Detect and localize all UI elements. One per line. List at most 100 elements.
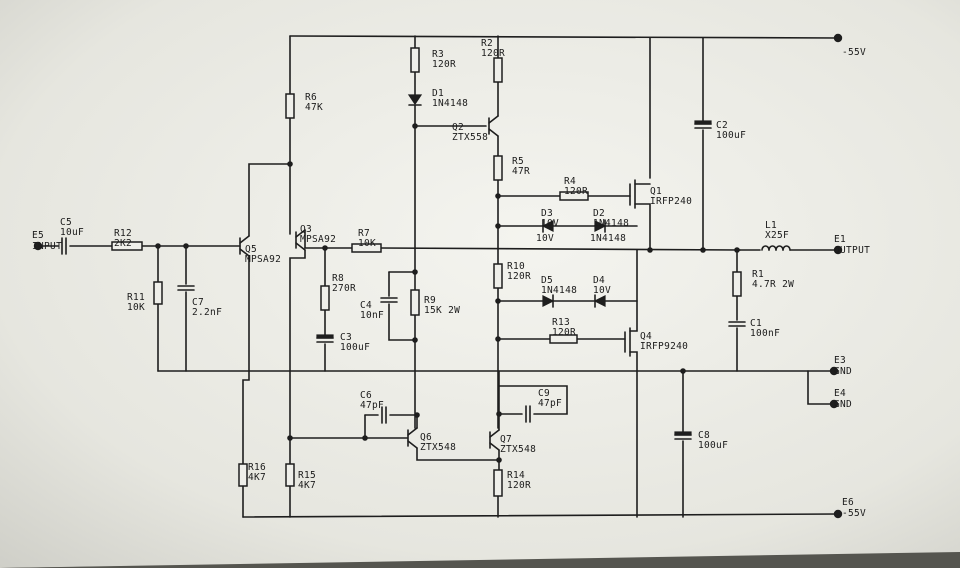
- transistor-q2: [488, 115, 499, 137]
- capacitor-ref: C3: [340, 332, 352, 343]
- resistor-ref: R16: [248, 462, 266, 473]
- resistor-ref: R9: [424, 295, 436, 306]
- transistor-lead: [239, 235, 250, 244]
- transistor-lead: [407, 427, 418, 436]
- junction-dot: [414, 412, 420, 418]
- terminal-ref: E3: [834, 355, 846, 366]
- capacitor-ref: C5: [60, 217, 72, 228]
- resistor-r2: [493, 57, 503, 83]
- diode-d5: [542, 294, 555, 308]
- transistor-lead: [295, 229, 306, 238]
- terminal-ref: E6: [842, 497, 854, 508]
- diode-ref: D2: [593, 208, 605, 219]
- transistor-ref: Q6: [420, 432, 432, 443]
- table-surface: [0, 552, 960, 568]
- resistor-value: 4.7R 2W: [752, 279, 794, 290]
- resistor-value: 4K7: [248, 472, 266, 483]
- wire: [248, 163, 291, 237]
- resistor-ref: R4: [564, 176, 576, 187]
- diode-d1: [407, 94, 423, 106]
- capacitor-ref: C6: [360, 390, 372, 401]
- capacitor-ref: C4: [360, 300, 372, 311]
- components: [33, 33, 843, 519]
- diode-ref: D4: [593, 275, 605, 286]
- resistor-ref: R1: [752, 269, 764, 280]
- transistor-value: IRFP240: [650, 196, 692, 207]
- capacitor-ref: C2: [716, 120, 728, 131]
- junction-dot: [412, 337, 418, 343]
- terminal-pad: [33, 241, 43, 251]
- resistor-r1: [732, 271, 742, 297]
- junction-dot: [496, 457, 502, 463]
- negative-rail: [242, 513, 839, 518]
- resistor-value: 120R: [432, 59, 456, 70]
- wiring: [37, 35, 839, 518]
- junction-dot: [647, 247, 653, 253]
- junction-dot: [495, 223, 501, 229]
- resistor-ref: R6: [305, 92, 317, 103]
- capacitor-value: 10nF: [360, 310, 384, 321]
- capacitor-c5: [61, 237, 67, 255]
- resistor-r15: [285, 463, 295, 487]
- resistor-r12: [111, 241, 143, 251]
- resistor-ref: R8: [332, 273, 344, 284]
- wire: [634, 203, 651, 251]
- resistor-r14: [493, 469, 503, 497]
- resistor-value: 10K: [127, 302, 145, 313]
- resistor-value: 10K: [358, 238, 376, 249]
- transistor-lead: [489, 429, 500, 438]
- capacitor-c2: [694, 120, 712, 129]
- diode-value: 1N4148: [593, 218, 629, 229]
- resistor-ref: R5: [512, 156, 524, 167]
- resistor-r4: [559, 191, 589, 201]
- capacitor-c9: [525, 405, 531, 423]
- capacitor-value: 100uF: [340, 342, 370, 353]
- capacitor-plate: [674, 431, 692, 436]
- resistor-r7: [351, 243, 382, 253]
- capacitor-ref: C7: [192, 297, 204, 308]
- capacitor-c1: [728, 321, 746, 327]
- transistor-value: MPSA92: [245, 254, 281, 265]
- resistor-value: 47K: [305, 102, 323, 113]
- terminal-ref: E4: [834, 388, 846, 399]
- resistor-value: 15K 2W: [424, 305, 460, 316]
- diode-ref: D1: [432, 88, 444, 99]
- terminal-label: OUTPUT: [834, 245, 870, 256]
- resistor-value: 2K2: [114, 238, 132, 249]
- capacitor-c4: [380, 297, 398, 303]
- inductor-value: X25F: [765, 230, 789, 241]
- capacitor-c8: [674, 431, 692, 440]
- capacitor-ref: C9: [538, 388, 550, 399]
- terminal-label: GND: [834, 366, 852, 377]
- capacitor-value: 2.2nF: [192, 307, 222, 318]
- resistor-r13: [549, 334, 578, 344]
- wire: [289, 249, 306, 465]
- resistor-r8: [320, 285, 330, 311]
- terminal-pad: [829, 399, 839, 409]
- diode-body: [594, 220, 607, 232]
- diode-d3: [541, 219, 554, 233]
- capacitor-c6: [381, 406, 387, 424]
- diode-ref: D3: [541, 208, 553, 219]
- inductor-ref: L1: [765, 220, 777, 231]
- transistor-lead: [239, 248, 250, 257]
- wire: [629, 249, 638, 332]
- resistor-ref: R3: [432, 49, 444, 60]
- resistor-value: 270R: [332, 283, 356, 294]
- junction-dot: [287, 161, 293, 167]
- transistor-ref: Q3: [300, 224, 312, 235]
- resistor-value: 47R: [512, 166, 530, 177]
- terminal-label: -55V: [842, 47, 866, 58]
- terminal-pad: [833, 33, 843, 43]
- positive-rail: [289, 35, 839, 39]
- transistor-lead: [407, 440, 418, 449]
- capacitor-c7: [177, 285, 195, 291]
- resistor-value: 4K7: [298, 480, 316, 491]
- diode-value: 1N4148: [432, 98, 468, 109]
- transistor-ref: Q2: [452, 122, 464, 133]
- resistor-ref: R2: [481, 38, 493, 49]
- diode-body: [542, 295, 555, 307]
- transistor-q7: [489, 429, 500, 451]
- resistor-ref: R11: [127, 292, 145, 303]
